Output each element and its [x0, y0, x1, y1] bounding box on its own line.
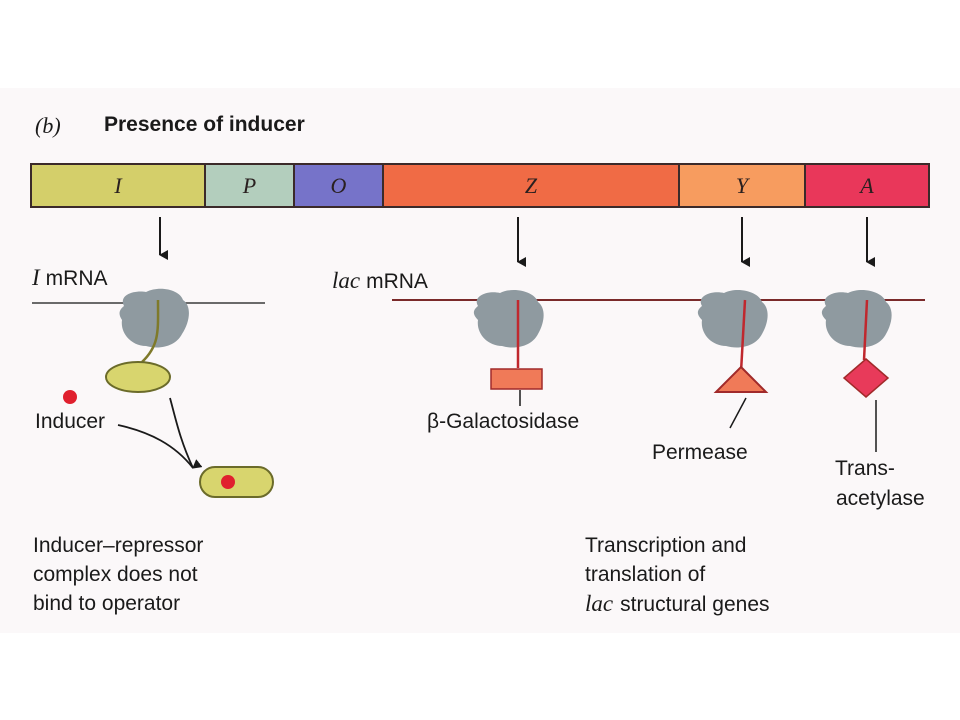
- caption-right-line2: translation of: [585, 563, 706, 586]
- inducer-binding-arrow: [117, 424, 203, 469]
- repressor-protein: [105, 361, 171, 393]
- ribosome-i: [119, 288, 189, 348]
- bound-inducer: [221, 475, 235, 489]
- i-mrna-italic: I: [32, 265, 40, 290]
- gene-a: A: [804, 163, 930, 208]
- panel-title: Presence of inducer: [104, 113, 305, 136]
- chain-a: [862, 299, 869, 361]
- gene-z: Z: [382, 163, 680, 208]
- inducer-repressor-complex: [199, 466, 274, 498]
- caption-left: Inducer–repressor complex does not bind …: [33, 531, 203, 618]
- permease-protein: [713, 365, 769, 393]
- repressor-chain: [141, 299, 160, 363]
- caption-left-line2: complex does not: [33, 563, 198, 586]
- caption-right-italic: lac: [585, 591, 614, 616]
- i-mrna-text: mRNA: [45, 267, 108, 290]
- panel-label: (b): [35, 113, 61, 138]
- repressor-binding-arrow: [169, 397, 194, 469]
- gene-y-label: Y: [735, 172, 749, 198]
- caption-right-line3: lac structural genes: [585, 589, 770, 619]
- lac-mrna-italic: lac: [332, 268, 361, 293]
- gene-o-label: O: [330, 172, 347, 198]
- caption-left-line3: bind to operator: [33, 592, 181, 615]
- gene-z-label: Z: [524, 172, 538, 198]
- caption-right-text: structural genes: [620, 593, 770, 616]
- transacetylase-protein: [842, 358, 890, 398]
- gene-a-label: A: [860, 172, 874, 198]
- ribosome-y: [697, 289, 768, 348]
- chain-y: [739, 299, 747, 373]
- inducer-molecule: [63, 390, 77, 404]
- gene-p: P: [204, 163, 295, 208]
- lac-mrna-text: mRNA: [366, 270, 428, 293]
- beta-galactosidase-protein: [490, 368, 543, 390]
- caption-left-line1: Inducer–repressor: [33, 534, 204, 557]
- gene-i-label: I: [114, 172, 122, 198]
- transacetylase-label-line1: Trans-: [835, 457, 895, 480]
- transacetylase-label-line2: acetylase: [836, 487, 925, 510]
- ribosome-a: [821, 289, 892, 348]
- beta-galactosidase-label: β-Galactosidase: [427, 410, 580, 433]
- gene-y: Y: [678, 163, 806, 208]
- ribosome-z: [473, 289, 544, 348]
- permease-pointer: [729, 397, 747, 429]
- gene-p-label: P: [242, 172, 257, 198]
- inducer-label: Inducer: [35, 410, 106, 433]
- permease-label: Permease: [652, 441, 748, 464]
- caption-right-line1: Transcription and: [585, 534, 747, 557]
